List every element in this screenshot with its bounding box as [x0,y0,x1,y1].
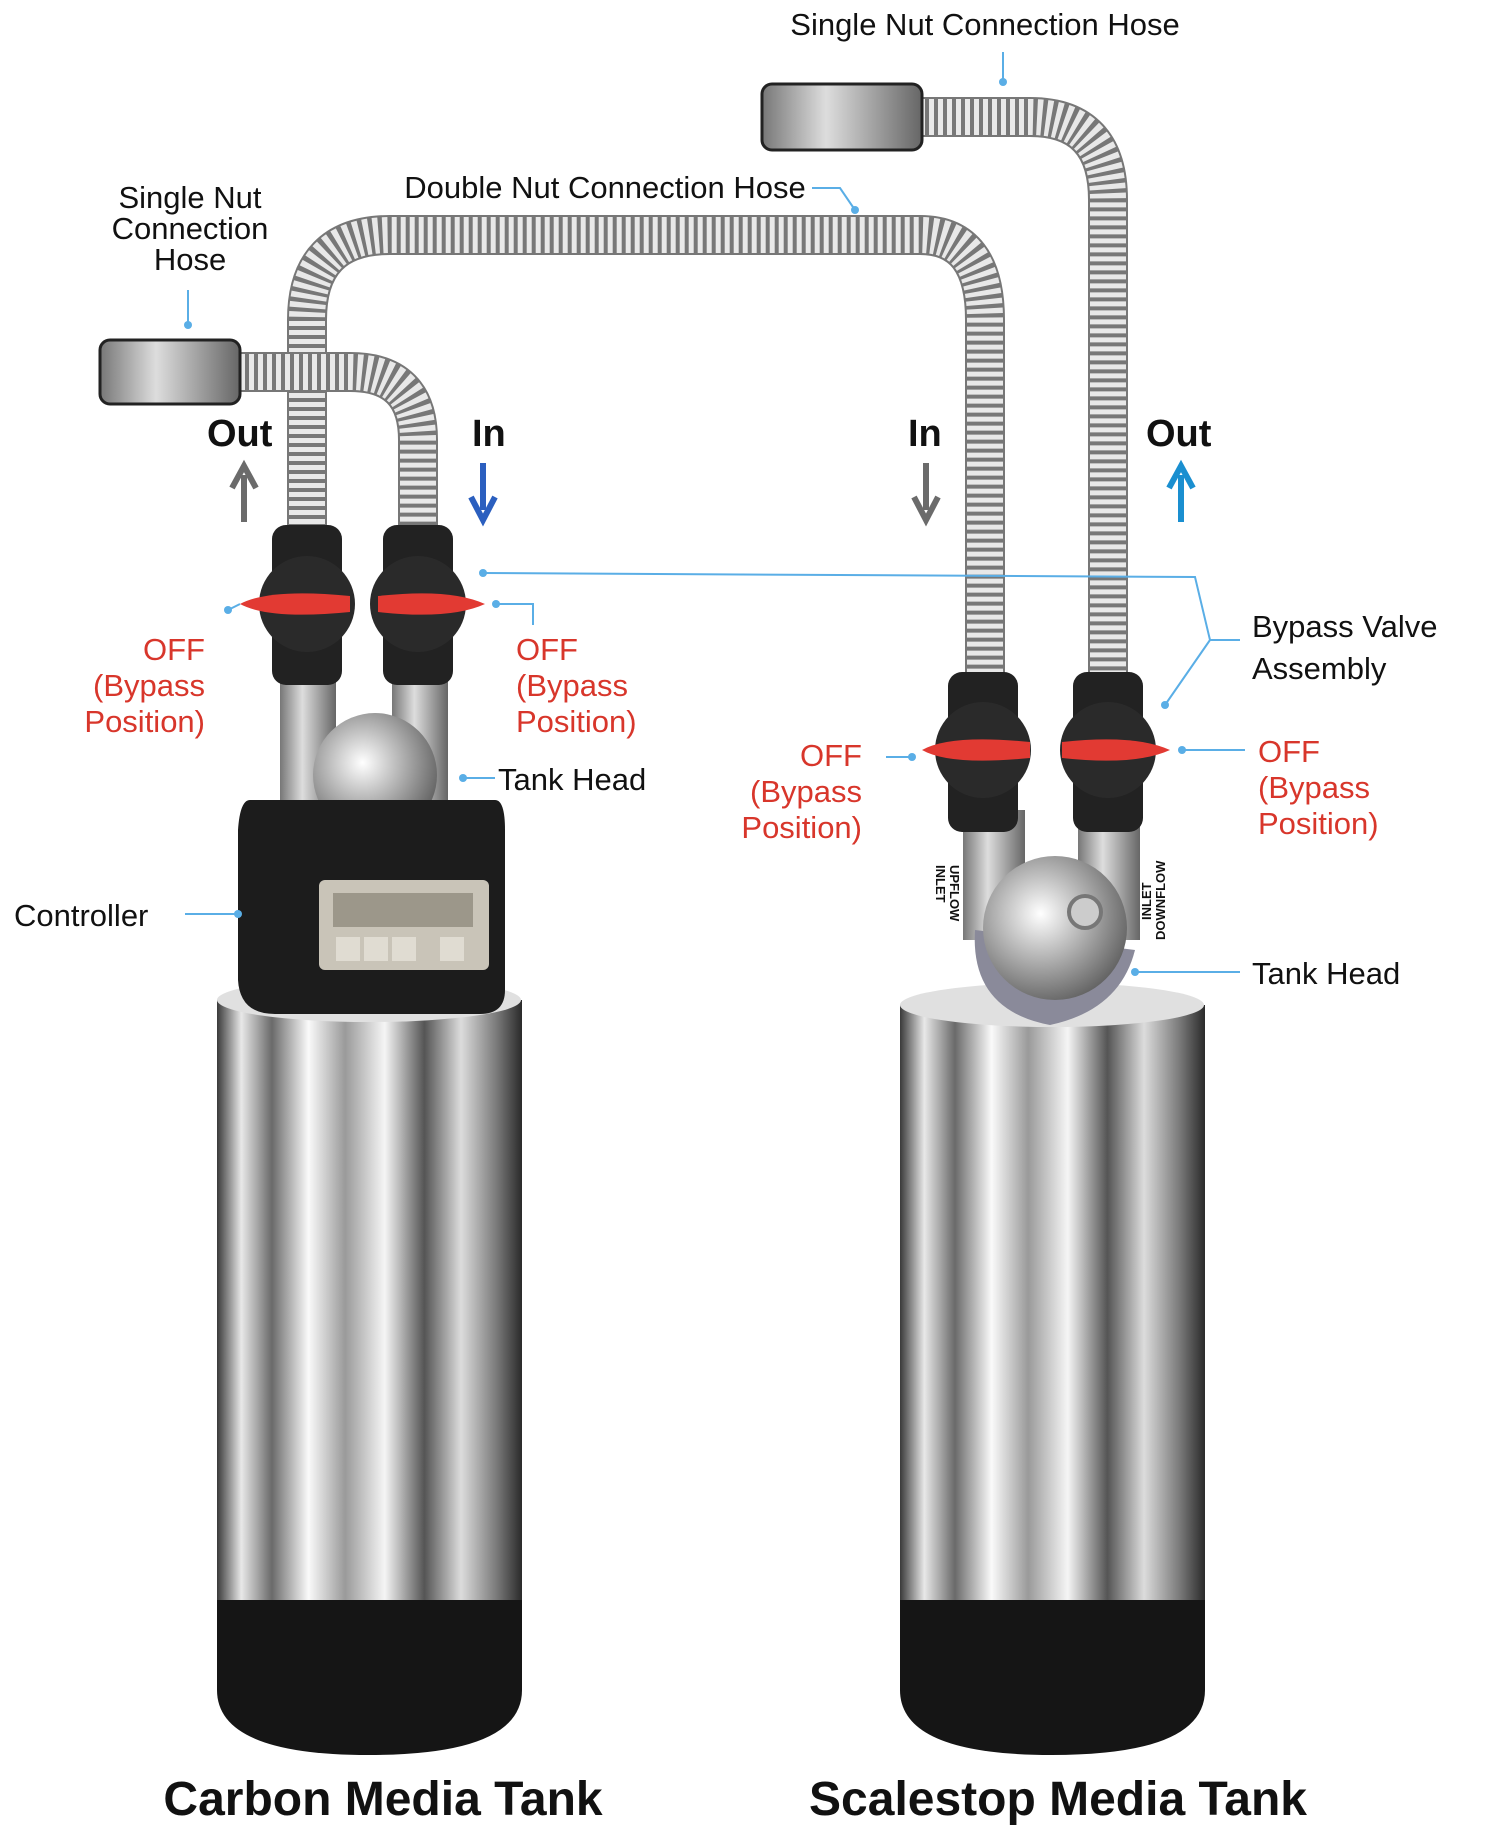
in-arrow-right-icon [911,463,941,527]
single-nut-hose-label-left-1: Single Nut [118,180,261,215]
controller-label: Controller [14,898,148,933]
menu-button[interactable] [336,937,360,961]
single-nut-hose-label-left-2: Connection [112,211,269,246]
bypass-valve-right[interactable] [922,672,1170,832]
single-nut-hose-label-left-3: Hose [154,242,226,277]
hose-nut [98,338,242,406]
out-arrow-left-icon [229,459,259,522]
out-label-right: Out [1146,413,1212,455]
svg-text:OFF: OFF [516,632,578,667]
valve-handle[interactable] [1062,739,1170,761]
svg-text:OFF: OFF [143,632,205,667]
scalestop-media-tank [900,983,1205,1755]
svg-text:Position): Position) [1258,806,1379,841]
tank-head-label-left: Tank Head [498,762,646,797]
carbon-media-tank-title: Carbon Media Tank [163,1773,602,1826]
svg-text:(Bypass: (Bypass [93,668,205,703]
svg-text:(Bypass: (Bypass [1258,770,1370,805]
hose-nut [760,82,924,152]
out-arrow-right-icon [1166,459,1196,522]
in-label-left: In [472,413,506,455]
leader-lines [184,52,1245,976]
bypass-valve-left[interactable] [240,525,485,685]
up-button[interactable] [364,937,388,961]
carbon-media-tank [217,978,522,1755]
valve-handle[interactable] [378,593,485,615]
off-label-right-2: OFF (Bypass Position) [1258,734,1379,841]
right-single-nut-connection-hose [760,82,1128,690]
downflow-label: DOWNFLOW [1153,860,1168,940]
double-nut-connection-hose [287,215,1005,690]
regen-button[interactable] [440,937,464,961]
double-nut-hose-label: Double Nut Connection Hose [404,170,806,205]
svg-text:(Bypass: (Bypass [750,774,862,809]
scalestop-media-tank-title: Scalestop Media Tank [809,1773,1307,1826]
valve-handle[interactable] [922,739,1030,761]
upflow-inlet-label: INLET [933,865,948,903]
bypass-valve-label-2: Assembly [1252,651,1387,686]
in-label-right: In [908,413,942,455]
upflow-label: UPFLOW [947,865,962,922]
valve-handle[interactable] [240,593,350,615]
in-arrow-left-icon [468,463,498,527]
svg-text:Position): Position) [516,704,637,739]
off-label-left-1: OFF (Bypass Position) [84,632,205,739]
down-button[interactable] [392,937,416,961]
flow-arrows [229,459,1196,527]
svg-text:Position): Position) [741,810,862,845]
tank-head-label-right: Tank Head [1252,956,1400,991]
out-label-left: Out [207,413,273,455]
svg-text:OFF: OFF [800,738,862,773]
svg-text:OFF: OFF [1258,734,1320,769]
svg-text:(Bypass: (Bypass [516,668,628,703]
left-single-nut-connection-hose [98,338,438,560]
off-label-right-1: OFF (Bypass Position) [741,738,862,845]
svg-text:Position): Position) [84,704,205,739]
off-label-left-2: OFF (Bypass Position) [516,632,637,739]
controller[interactable] [238,800,505,1014]
single-nut-hose-label-right: Single Nut Connection Hose [790,7,1179,42]
bypass-valve-label-1: Bypass Valve [1252,609,1438,644]
tank-head-right [983,856,1127,1000]
lcd-display [333,893,473,927]
downflow-inlet-label: INLET [1139,882,1154,920]
